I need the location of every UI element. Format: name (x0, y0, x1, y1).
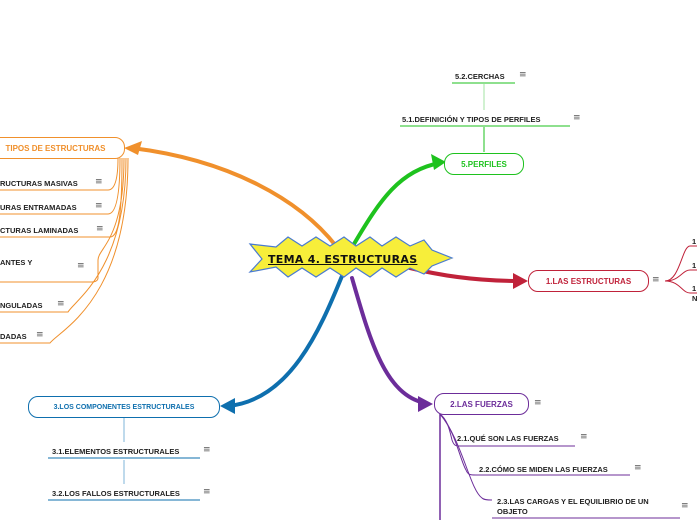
arrow-fuerzas (418, 396, 433, 412)
topic-componentes-estructurales[interactable]: 3.LOS COMPONENTES ESTRUCTURALES (28, 396, 220, 418)
subtopic-estructuras-2[interactable]: 1 (692, 261, 697, 270)
arrow-perfiles (431, 154, 446, 170)
topic-perfiles[interactable]: 5.PERFILES (444, 153, 524, 175)
topic-las-estructuras[interactable]: 1.LAS ESTRUCTURAS (528, 270, 649, 292)
notes-icon[interactable]: ≡ (57, 299, 65, 309)
tipos-sub-lines (0, 157, 129, 344)
central-topic[interactable]: TEMA 4. ESTRUCTURAS (268, 253, 418, 266)
notes-icon[interactable]: ≡ (95, 177, 103, 187)
notes-icon[interactable]: ≡ (203, 445, 211, 455)
notes-icon[interactable]: ≡ (203, 487, 211, 497)
subtopic-estructuras-1[interactable]: 1 (692, 237, 697, 246)
subtopic-tipos-1[interactable]: RUCTURAS MASIVAS (0, 179, 78, 188)
notes-icon[interactable]: ≡ (95, 201, 103, 211)
notes-icon[interactable]: ≡ (580, 432, 588, 442)
notes-icon[interactable]: ≡ (77, 261, 85, 271)
arrow-componentes (220, 398, 235, 414)
branch-line-perfiles (352, 161, 442, 246)
subtopic-componentes-2[interactable]: 3.2.LOS FALLOS ESTRUCTURALES (52, 489, 180, 498)
branch-line-tipos (130, 146, 338, 248)
subtopic-estructuras-3-cont[interactable]: N (692, 294, 697, 303)
notes-icon[interactable]: ≡ (681, 501, 689, 511)
topic-las-fuerzas[interactable]: 2.LAS FUERZAS (434, 393, 529, 415)
subtopic-componentes-1[interactable]: 3.1.ELEMENTOS ESTRUCTURALES (52, 447, 180, 456)
central-starburst-shape (248, 236, 454, 278)
subtopic-tipos-3[interactable]: CTURAS LAMINADAS (0, 226, 79, 235)
fuerzas-sub-lines (439, 413, 630, 520)
subtopic-perfiles-1[interactable]: 5.1.DEFINICIÓN Y TIPOS DE PERFILES (402, 115, 541, 124)
notes-icon[interactable]: ≡ (634, 463, 642, 473)
notes-icon[interactable]: ≡ (652, 275, 660, 285)
subtopic-tipos-4[interactable]: ANTES Y (0, 258, 33, 267)
subtopic-fuerzas-1[interactable]: 2.1.QUÉ SON LAS FUERZAS (457, 434, 559, 443)
notes-icon[interactable]: ≡ (534, 398, 542, 408)
arrow-tipos (124, 141, 142, 155)
subtopic-tipos-2[interactable]: URAS ENTRAMADAS (0, 203, 77, 212)
notes-icon[interactable]: ≡ (96, 224, 104, 234)
subtopic-tipos-5[interactable]: NGULADAS (0, 301, 43, 310)
subtopic-fuerzas-2[interactable]: 2.2.CÓMO SE MIDEN LAS FUERZAS (479, 465, 608, 474)
subtopic-estructuras-3[interactable]: 1 (692, 284, 697, 293)
notes-icon[interactable]: ≡ (519, 70, 527, 80)
branch-line-fuerzas (350, 276, 427, 405)
subtopic-tipos-6[interactable]: DADAS (0, 332, 27, 341)
topic-tipos-de-estructuras[interactable]: TIPOS DE ESTRUCTURAS (0, 137, 125, 159)
notes-icon[interactable]: ≡ (36, 330, 44, 340)
arrow-estructuras (513, 273, 528, 289)
subtopic-fuerzas-3[interactable]: 2.3.LAS CARGAS Y EL EQUILIBRIO DE UN OBJ… (497, 497, 649, 516)
branch-line-componentes (226, 274, 344, 408)
subtopic-perfiles-2[interactable]: 5.2.CERCHAS (455, 72, 505, 81)
notes-icon[interactable]: ≡ (573, 113, 581, 123)
estructuras-sub-lines (664, 245, 697, 294)
